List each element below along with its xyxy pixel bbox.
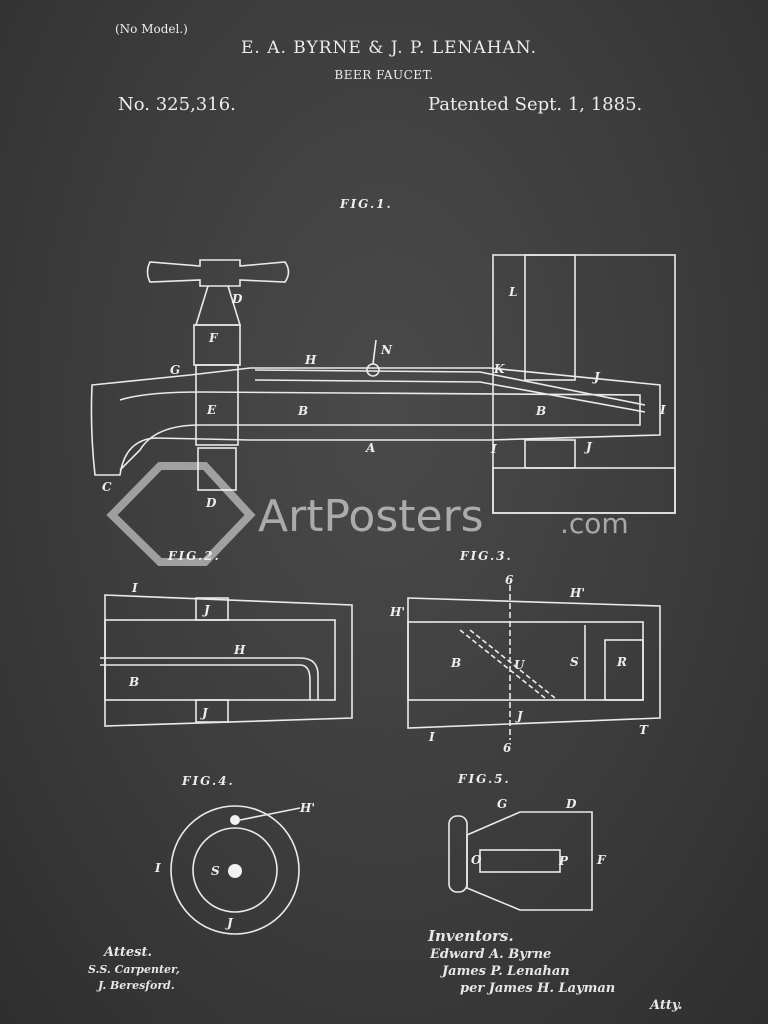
- label: H: [304, 353, 317, 367]
- label: J: [515, 709, 524, 723]
- label: S: [211, 864, 220, 878]
- label: 6: [505, 573, 514, 587]
- label: 6: [503, 741, 512, 755]
- label: A: [365, 441, 375, 455]
- label: G: [497, 797, 507, 811]
- inventor-signature: Edward A. Byrne: [429, 947, 551, 962]
- label: I: [659, 403, 666, 417]
- fig5-title: FIG.5.: [457, 772, 511, 786]
- patent-title: BEER FAUCET.: [334, 68, 434, 82]
- fig3-title: FIG.3.: [459, 549, 513, 563]
- fig1-title: FIG.1.: [339, 197, 393, 211]
- label: F: [596, 853, 607, 867]
- label: O: [471, 853, 482, 867]
- label: H': [569, 586, 585, 600]
- label: R: [616, 655, 627, 669]
- label: B: [450, 656, 461, 670]
- attest-block: Attest. S.S. Carpenter, J. Beresford.: [88, 945, 180, 992]
- label: B: [128, 675, 139, 689]
- patent-number: No. 325,316.: [118, 94, 236, 115]
- figure-5: FIG.5. G D O P F: [448, 772, 607, 911]
- label: J: [202, 603, 211, 617]
- label: C: [102, 480, 112, 494]
- label: H': [299, 801, 315, 815]
- label: L: [508, 285, 517, 299]
- label: I: [131, 581, 138, 595]
- label: D: [205, 496, 217, 510]
- label: J: [225, 916, 234, 930]
- label: J: [200, 706, 209, 720]
- label: H': [389, 605, 405, 619]
- figure-2: FIG.2. I J H B J: [100, 549, 353, 727]
- watermark-suffix: .com: [560, 507, 629, 540]
- fig2-title: FIG.2.: [167, 549, 221, 563]
- figure-4: FIG.4. H' I S J: [154, 774, 315, 935]
- label: K: [493, 362, 505, 376]
- label: J: [584, 440, 593, 454]
- attest-label: Attest.: [102, 945, 152, 960]
- no-model-note: (No Model.): [115, 22, 188, 36]
- label: I: [490, 442, 497, 456]
- label: J: [592, 370, 601, 384]
- figure-1: FIG.1. D F G H N E B B: [90, 197, 676, 514]
- label: E: [206, 403, 217, 417]
- label: P: [558, 854, 569, 868]
- label: I: [428, 730, 435, 744]
- witness-signature: S.S. Carpenter,: [88, 963, 180, 976]
- label: F: [208, 331, 219, 345]
- inventor-signature: James P. Lenahan: [439, 964, 570, 979]
- inventors-heading: E. A. BYRNE & J. P. LENAHAN.: [241, 38, 537, 58]
- label: U: [514, 658, 526, 672]
- attorney-title: Atty.: [648, 998, 682, 1013]
- fig4-title: FIG.4.: [181, 774, 235, 788]
- label: D: [231, 292, 243, 306]
- label: B: [297, 404, 308, 418]
- label: S: [570, 655, 579, 669]
- inventors-label: Inventors.: [427, 927, 514, 945]
- label: N: [380, 343, 393, 357]
- fig1-labels: D F G H N E B B A C D L K J I I J: [102, 285, 666, 510]
- witness-signature: J. Beresford.: [96, 979, 175, 992]
- patent-date: Patented Sept. 1, 1885.: [428, 94, 643, 115]
- label: H: [233, 643, 246, 657]
- label: G: [170, 363, 180, 377]
- attorney-signature: per James H. Layman: [460, 981, 615, 996]
- label: D: [565, 797, 577, 811]
- figure-3: FIG.3. 6 H' H' B U S R J I 6 T: [389, 549, 661, 755]
- label: I: [154, 861, 161, 875]
- watermark-brand: ArtPosters: [258, 491, 484, 542]
- label: B: [535, 404, 546, 418]
- watermark: ArtPosters .com: [106, 462, 629, 566]
- label: T: [639, 723, 649, 737]
- inventors-block: Inventors. Edward A. Byrne James P. Lena…: [427, 927, 682, 1013]
